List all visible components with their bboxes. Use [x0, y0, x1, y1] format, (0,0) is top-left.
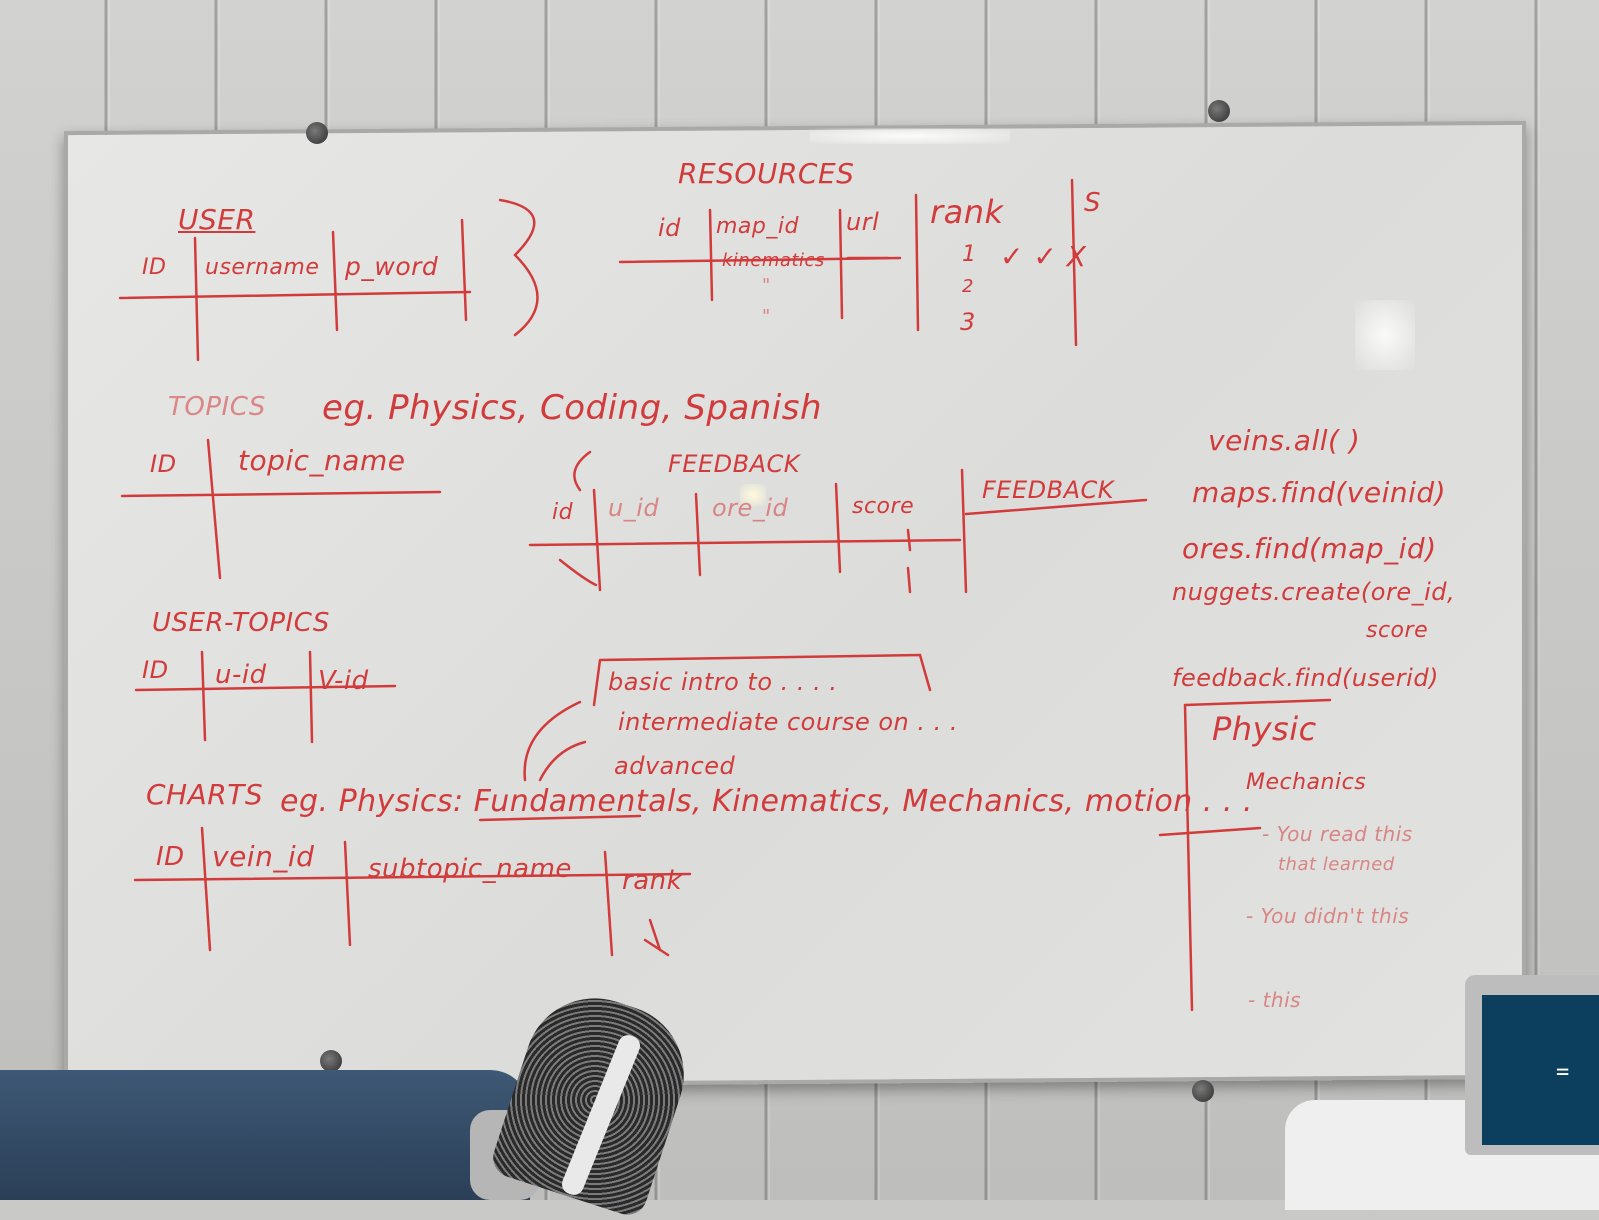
user-col-id: ID [142, 255, 167, 280]
feedback-col-feedback: FEEDBACK [982, 476, 1114, 504]
code-line: feedback.find(userid) [1172, 664, 1439, 692]
user-topics-col-user-id: u-id [215, 660, 267, 690]
user-col-password: p_word [345, 252, 439, 281]
resources-rank-value: 1 [962, 242, 977, 267]
panel-title: Physic [1212, 710, 1317, 748]
topics-col-id: ID [150, 450, 177, 478]
light-glare [740, 484, 766, 506]
charts-col-vein-id: vein_id [212, 840, 315, 873]
charts-table-title: CHARTS [146, 778, 264, 811]
resources-col-map-id: map_id [716, 214, 799, 239]
laptop-screen-text: = [1556, 1060, 1570, 1085]
wall-screw [1208, 100, 1230, 122]
panel-note: that learned [1278, 854, 1395, 875]
user-topics-col-vein-id: V-id [318, 666, 369, 696]
code-line: ores.find(map_id) [1182, 532, 1437, 565]
charts-col-subtopic-name: subtopic_name [368, 854, 572, 884]
code-line: maps.find(veinid) [1192, 476, 1447, 509]
code-line: score [1366, 618, 1429, 643]
light-glare [1355, 300, 1415, 370]
wall-screw [306, 122, 328, 144]
level-intermediate: intermediate course on . . . [618, 708, 959, 736]
resources-row: " [762, 306, 771, 327]
wall-screw [320, 1050, 342, 1072]
level-basic: basic intro to . . . . [608, 668, 838, 696]
person-leg [0, 1070, 530, 1200]
resources-col-url: url [846, 208, 880, 236]
resources-row: kinematics [722, 250, 825, 271]
code-line: nuggets.create(ore_id, [1172, 578, 1456, 606]
light-glare [810, 128, 1010, 144]
resources-plural-suffix: S [1084, 188, 1102, 218]
panel-note: - this [1248, 988, 1302, 1012]
code-line: veins.all( ) [1208, 424, 1361, 457]
panel-subtitle: Mechanics [1246, 770, 1367, 795]
resources-col-rank: rank [930, 193, 1004, 231]
user-topics-table-title: USER-TOPICS [152, 608, 330, 638]
resources-table-title: RESOURCES [678, 157, 855, 190]
topics-col-name: topic_name [238, 444, 406, 477]
topics-examples: eg. Physics, Coding, Spanish [322, 388, 823, 428]
panel-note: - You read this [1262, 822, 1413, 846]
feedback-col-score: score [852, 494, 915, 519]
charts-col-rank: rank [622, 866, 683, 896]
topics-table-title: TOPICS [168, 392, 266, 422]
resources-rank-value: 2 [962, 276, 974, 297]
user-table-title: USER [178, 203, 256, 236]
resources-col-id: id [658, 214, 681, 242]
resources-rating-marks: ✓ ✓ X [1000, 240, 1087, 273]
laptop-screen [1482, 995, 1599, 1145]
user-topics-col-id: ID [142, 656, 169, 684]
resources-rank-value: 3 [960, 308, 976, 336]
resources-row: " [762, 275, 771, 296]
user-col-username: username [205, 255, 320, 280]
level-advanced: advanced [614, 752, 736, 780]
feedback-col-id: id [552, 500, 574, 525]
charts-examples: eg. Physics: Fundamentals, Kinematics, M… [280, 784, 1253, 819]
panel-note: - You didn't this [1246, 904, 1410, 928]
feedback-table-title: FEEDBACK [668, 450, 800, 478]
feedback-col-ore-id: ore_id [712, 494, 789, 522]
wall-screw [1192, 1080, 1214, 1102]
feedback-col-user-id: u_id [608, 494, 660, 522]
charts-col-id: ID [156, 842, 185, 872]
